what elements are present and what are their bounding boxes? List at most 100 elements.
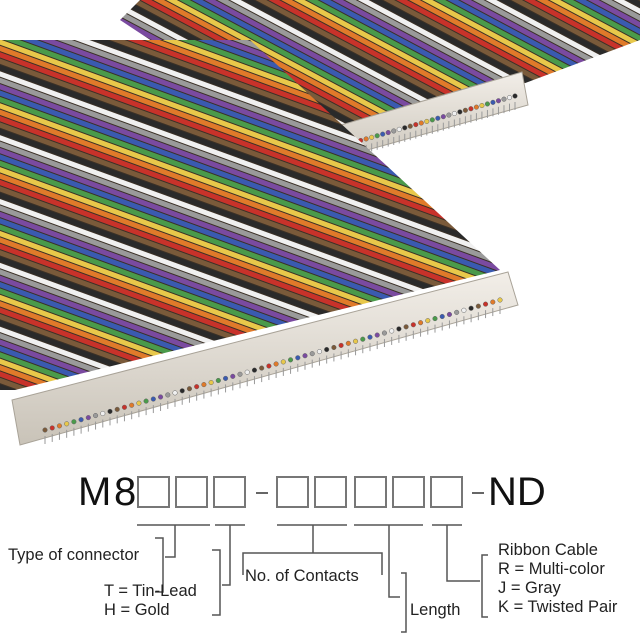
connector-pin <box>374 332 380 338</box>
connector-pin <box>462 107 468 113</box>
connector-pin <box>49 425 55 431</box>
connector-pin <box>129 402 135 408</box>
connector-pin <box>497 297 503 303</box>
connector-pin <box>483 301 489 307</box>
connector-pin <box>172 390 178 396</box>
connector-pin <box>457 109 463 115</box>
connector-pin <box>100 410 106 417</box>
connector-pin <box>512 93 518 99</box>
connector-pin <box>396 326 402 332</box>
connector-pin <box>501 96 507 102</box>
connector-pin <box>93 413 99 419</box>
pn-box-contacts-2 <box>314 476 347 508</box>
connector-pin <box>374 133 380 139</box>
connector-pin <box>309 351 315 357</box>
pn-box-contacts-1 <box>276 476 309 508</box>
label-type-of-connector: Type of connector <box>8 546 140 564</box>
connector-pin <box>385 130 391 136</box>
connector-pin <box>407 123 413 129</box>
connector-pin <box>429 117 435 123</box>
connector-pin <box>107 408 113 414</box>
pn-dash-1 <box>256 492 268 494</box>
connector-pin <box>273 361 279 367</box>
connector-pin <box>338 342 344 348</box>
connector-pin <box>418 120 424 126</box>
label-plating-gold: H = Gold <box>104 601 170 619</box>
connector-pin <box>121 404 127 410</box>
connector-pin <box>495 98 502 104</box>
connector-pin <box>85 415 91 421</box>
connector-pin <box>367 334 373 340</box>
connector-pin <box>208 379 214 386</box>
connector-pin <box>479 102 485 109</box>
connector-pin <box>402 125 408 131</box>
connector-pin <box>369 134 375 140</box>
connector-pin <box>410 322 416 328</box>
connector-pin <box>435 115 441 121</box>
connector-pin <box>179 388 185 394</box>
connector-pin <box>484 101 490 107</box>
connector-pin <box>396 126 402 132</box>
connector-pin <box>223 375 229 381</box>
connector-pin <box>413 122 419 128</box>
connector-pin <box>136 400 142 406</box>
connector-pin <box>158 394 164 400</box>
connector-pin <box>64 421 70 427</box>
connector-pin <box>446 311 452 317</box>
connector-pin <box>363 136 369 142</box>
connector-pin <box>78 417 84 423</box>
label-length: Length <box>410 601 461 619</box>
connector-pin <box>316 349 322 355</box>
connector-pin <box>201 382 207 388</box>
connector-pin <box>439 313 445 320</box>
connector-pin <box>454 309 460 315</box>
label-ribbon-j: J = Gray <box>498 579 561 597</box>
connector-pin <box>194 384 200 390</box>
ribbon-cable-photo <box>0 0 640 446</box>
connector-pin <box>389 328 395 334</box>
connector-pin <box>324 346 330 353</box>
connector-pin <box>461 307 467 313</box>
connector-pin <box>425 318 431 324</box>
connector-pin <box>295 355 301 361</box>
connector-pin <box>490 99 496 105</box>
pn-box-plating <box>213 476 246 508</box>
pn-dash-2 <box>472 492 484 494</box>
lower-ribbon-cable <box>0 40 500 390</box>
connector-pin <box>475 303 481 309</box>
label-ribbon-title: Ribbon Cable <box>498 541 598 559</box>
pn-box-ribbon <box>430 476 463 508</box>
connector-pin <box>418 320 424 326</box>
connector-pin <box>490 299 496 305</box>
label-plating-tin: T = Tin-Lead <box>104 582 197 600</box>
connector-pin <box>403 324 409 330</box>
connector-pin <box>288 357 294 363</box>
connector-pin <box>424 118 430 124</box>
connector-pin <box>280 359 286 365</box>
connector-pin <box>473 104 479 110</box>
connector-pin <box>391 128 397 134</box>
connector-pin <box>215 377 221 384</box>
label-ribbon-k: K = Twisted Pair <box>498 598 618 616</box>
connector-pin <box>360 336 366 342</box>
pn-prefix-m: M <box>78 470 112 514</box>
pn-box-length-2 <box>392 476 425 508</box>
connector-pin <box>237 371 243 377</box>
connector-pin <box>150 396 156 402</box>
connector-pin <box>468 305 474 311</box>
pn-box-length-1 <box>354 476 387 508</box>
connector-pin <box>353 338 359 344</box>
connector-pin <box>345 340 351 346</box>
connector-pin <box>331 344 337 351</box>
pn-prefix-8: 8 <box>114 470 137 514</box>
connector-pin <box>302 353 308 359</box>
connector-pin <box>42 427 48 433</box>
connector-pin <box>165 392 171 398</box>
connector-pin <box>381 330 387 336</box>
connector-pin <box>251 367 257 373</box>
connector-pin <box>266 363 272 369</box>
label-ribbon-r: R = Multi-color <box>498 560 605 578</box>
pn-box-connector-1 <box>137 476 170 508</box>
connector-pin <box>468 106 474 112</box>
connector-pin <box>259 365 265 371</box>
